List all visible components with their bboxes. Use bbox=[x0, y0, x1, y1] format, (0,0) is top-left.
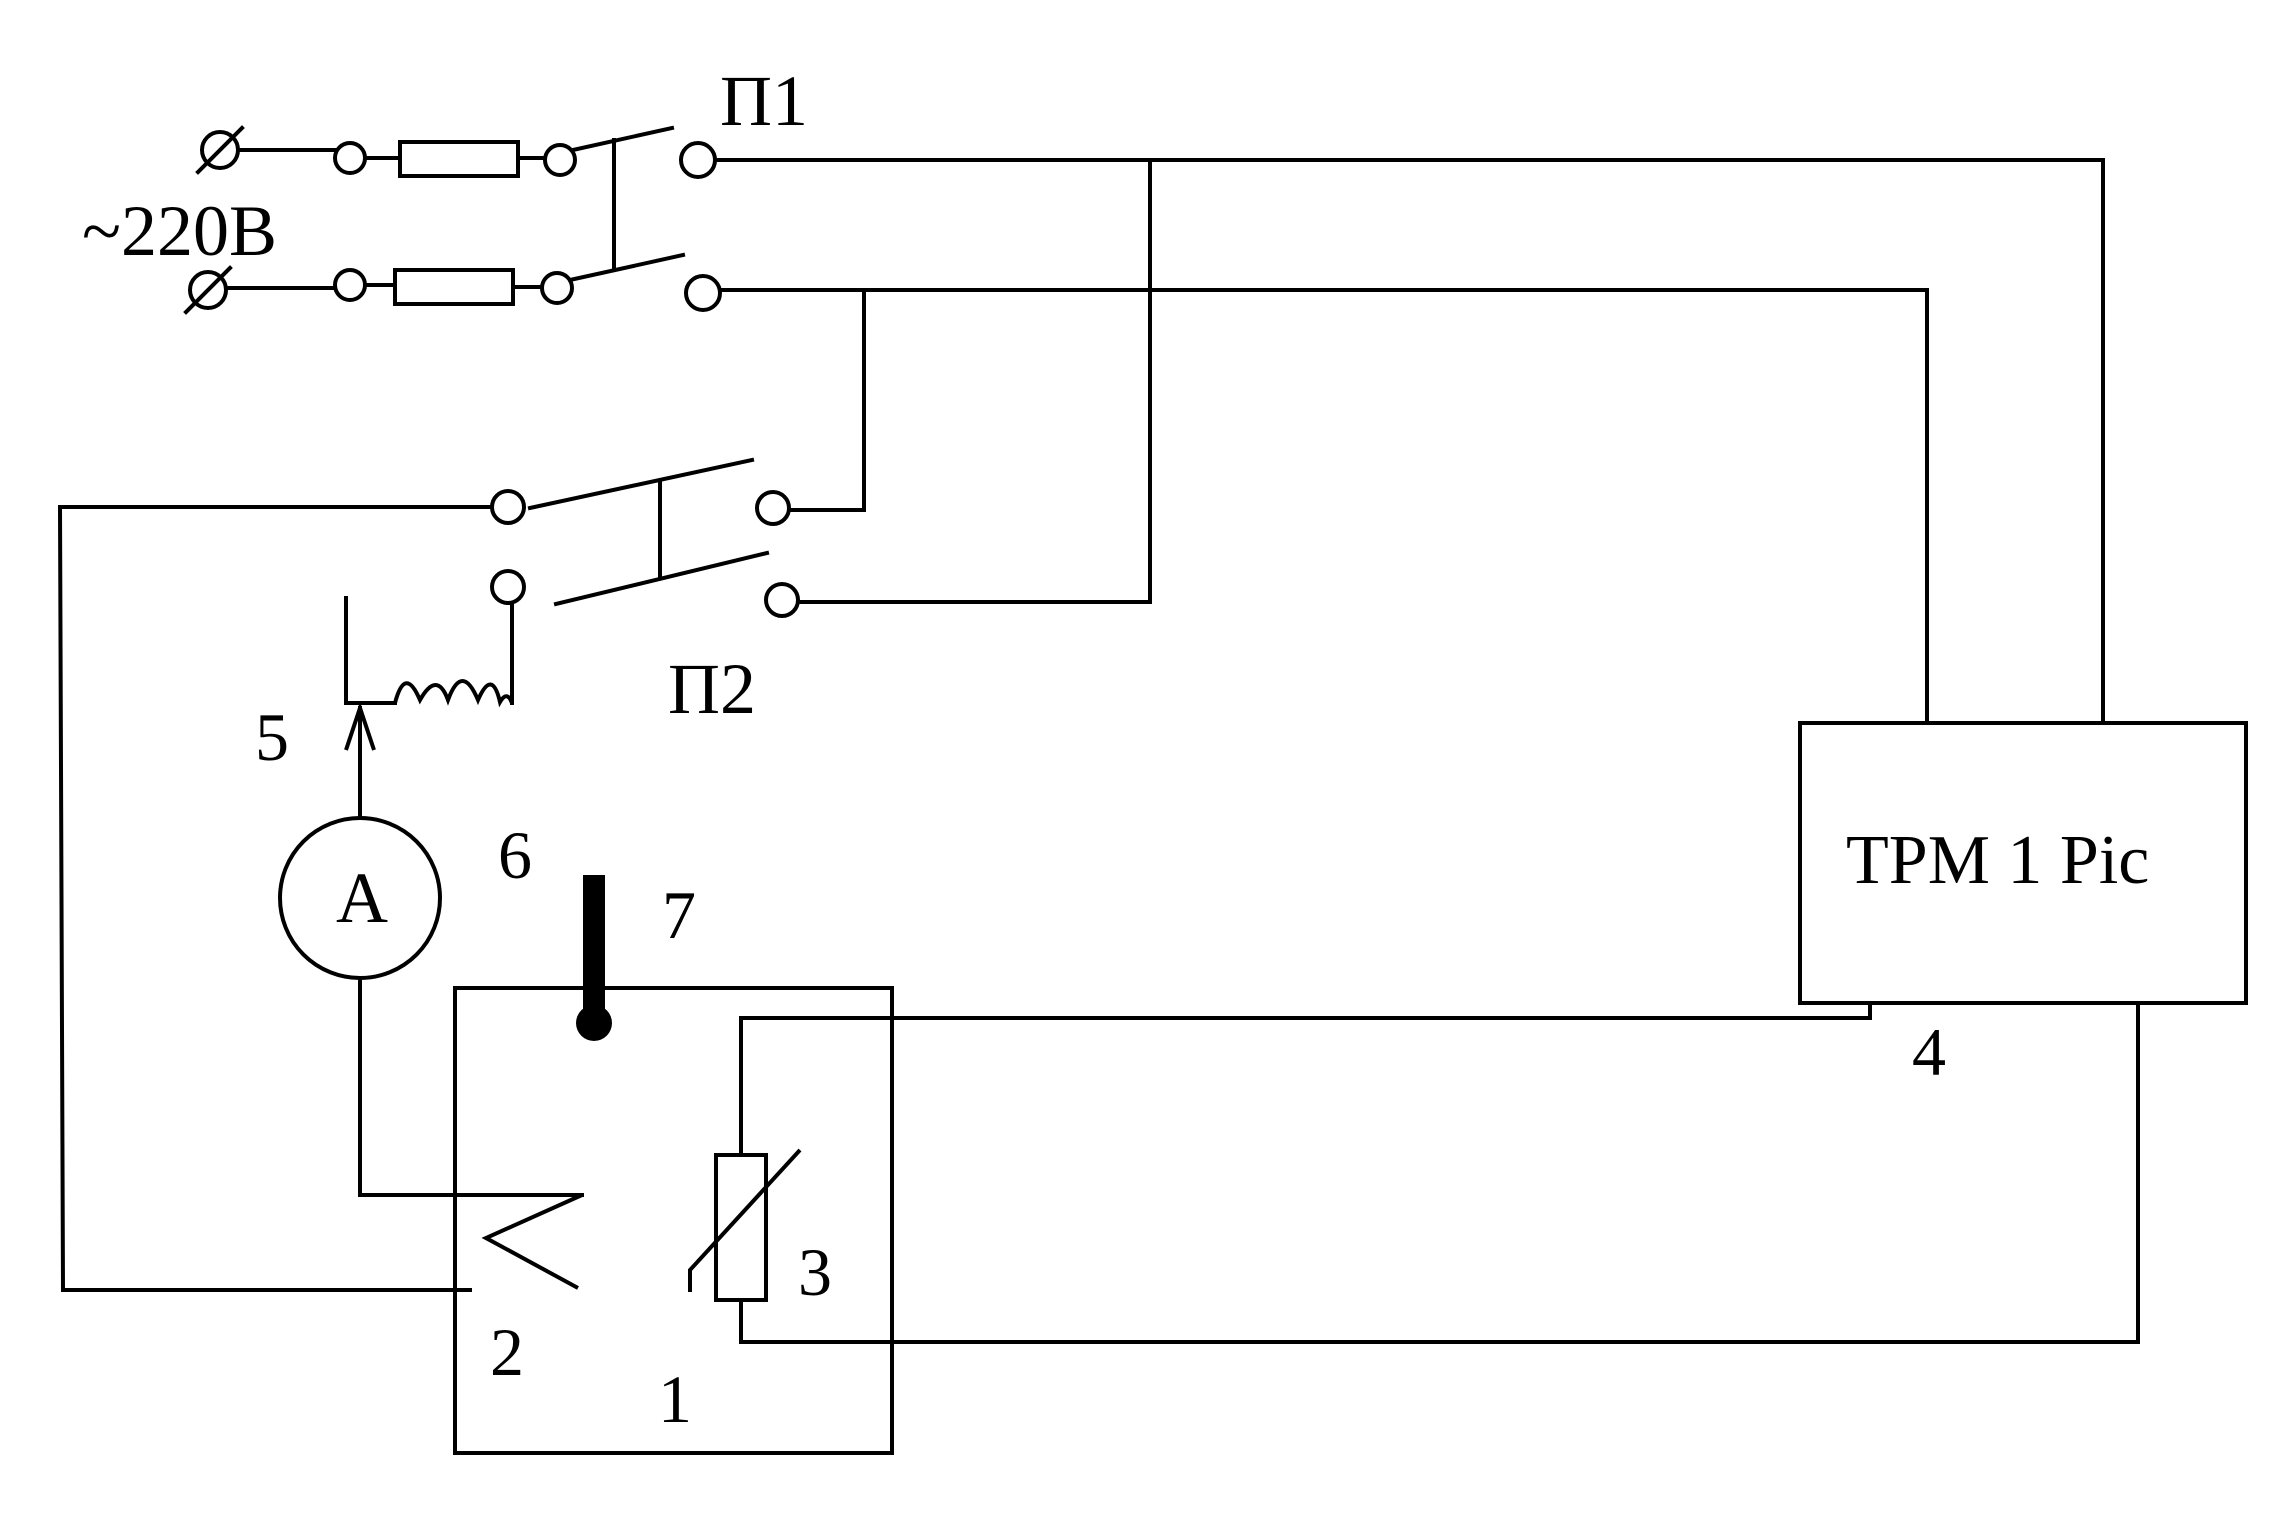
wire-p2-to-heater bbox=[57, 505, 494, 1292]
label-2: 2 bbox=[490, 1314, 524, 1390]
controller-box bbox=[1798, 721, 2248, 1005]
wire-thermistor-to-controller bbox=[739, 1001, 2140, 1344]
wire-p1-top-to-controller bbox=[713, 158, 2105, 725]
label-6: 6 bbox=[498, 817, 532, 893]
wire-branch-to-p2 bbox=[788, 158, 1152, 604]
wire-ammeter-to-heater bbox=[358, 976, 584, 1197]
supply-terminal-bottom bbox=[183, 265, 233, 315]
autotransformer bbox=[344, 596, 514, 708]
label-4: 4 bbox=[1912, 1014, 1946, 1090]
switch-p1-label: П1 bbox=[720, 61, 808, 141]
label-1: 1 bbox=[658, 1361, 692, 1437]
switch-p1 bbox=[567, 125, 722, 312]
slider-arrow bbox=[344, 701, 376, 820]
switch-p2-label: П2 bbox=[668, 649, 756, 729]
fuse-top bbox=[398, 140, 520, 178]
fuse-line-top bbox=[236, 140, 577, 178]
label-5: 5 bbox=[255, 699, 289, 775]
switch-p2 bbox=[490, 457, 800, 618]
controller-label: ТРМ 1 Pic bbox=[1846, 822, 2149, 899]
thermistor bbox=[688, 1148, 802, 1302]
thermometer bbox=[576, 875, 612, 1041]
label-7: 7 bbox=[662, 877, 696, 953]
fuse-bottom bbox=[393, 268, 515, 306]
label-3: 3 bbox=[798, 1234, 832, 1310]
heater-element bbox=[481, 1193, 583, 1290]
chamber-box bbox=[453, 986, 894, 1455]
ammeter-symbol: A bbox=[336, 858, 388, 938]
supply-terminal-top bbox=[195, 125, 245, 175]
wire-p1-bottom-to-controller bbox=[718, 288, 1929, 725]
fuse-line-bottom bbox=[224, 268, 574, 306]
supply-voltage-label: ~220В bbox=[82, 191, 277, 271]
